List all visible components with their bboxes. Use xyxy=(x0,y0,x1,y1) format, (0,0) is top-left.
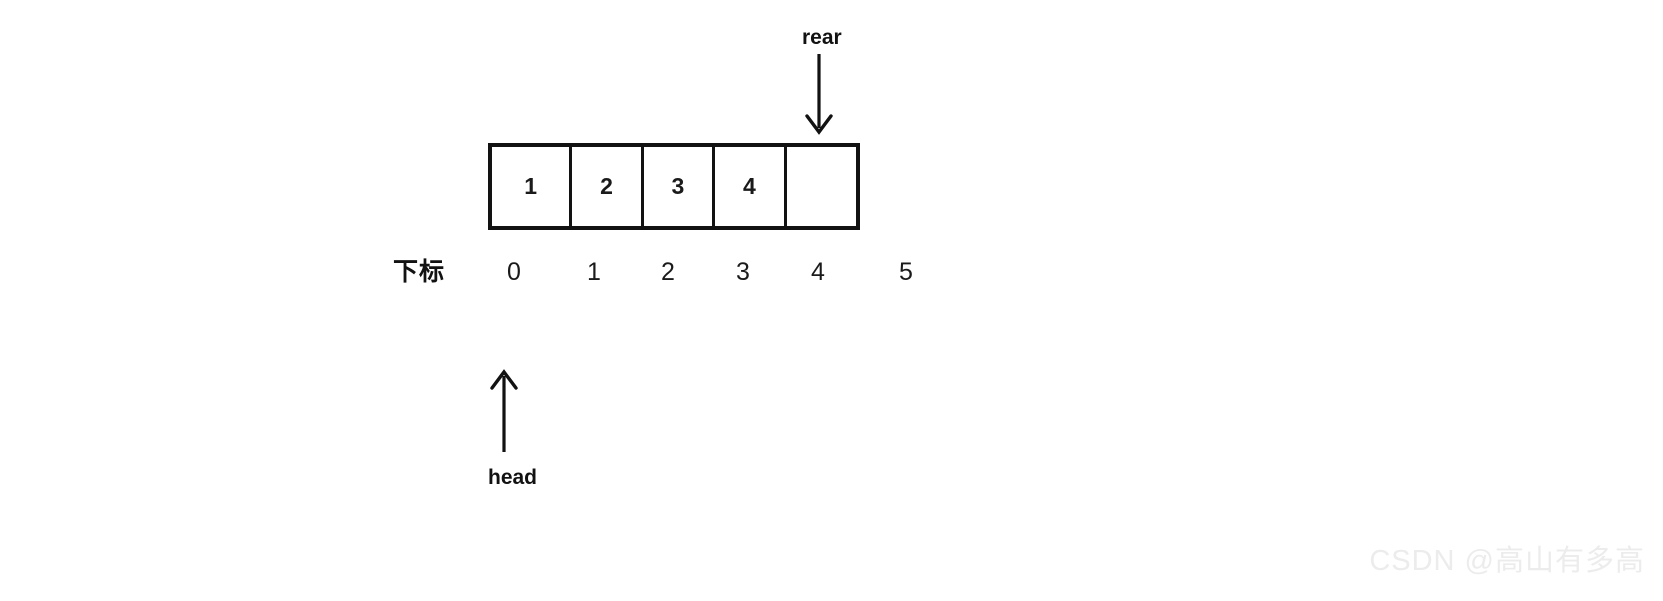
array-cell-2[interactable]: 3 xyxy=(643,147,716,226)
index-row: 下标 0 1 2 3 4 5 xyxy=(0,256,1663,290)
array-box: 1 2 3 4 xyxy=(488,143,860,230)
array-cell-1[interactable]: 2 xyxy=(572,147,644,226)
csdn-watermark: CSDN @高山有多高 xyxy=(1369,545,1645,577)
index-number-1: 1 xyxy=(587,258,601,286)
array-cell-0[interactable]: 1 xyxy=(492,147,573,226)
rear-down-arrow-icon xyxy=(805,54,833,135)
array-cell-4[interactable] xyxy=(786,147,856,226)
index-number-2: 2 xyxy=(661,258,675,286)
rear-pointer-label: rear xyxy=(802,26,842,49)
index-number-5: 5 xyxy=(899,258,913,286)
array-cell-value: 3 xyxy=(671,173,685,199)
array-cell-value: 4 xyxy=(742,173,756,199)
array-cell-3[interactable]: 4 xyxy=(715,147,787,226)
head-up-arrow-icon xyxy=(490,369,518,452)
index-number-0: 0 xyxy=(507,258,521,286)
index-number-4: 4 xyxy=(811,258,825,286)
array-cell-value: 1 xyxy=(524,173,538,199)
index-row-label: 下标 xyxy=(393,258,446,286)
index-number-3: 3 xyxy=(736,258,750,286)
head-pointer-label: head xyxy=(488,466,538,489)
array-cell-value: 2 xyxy=(600,173,613,199)
